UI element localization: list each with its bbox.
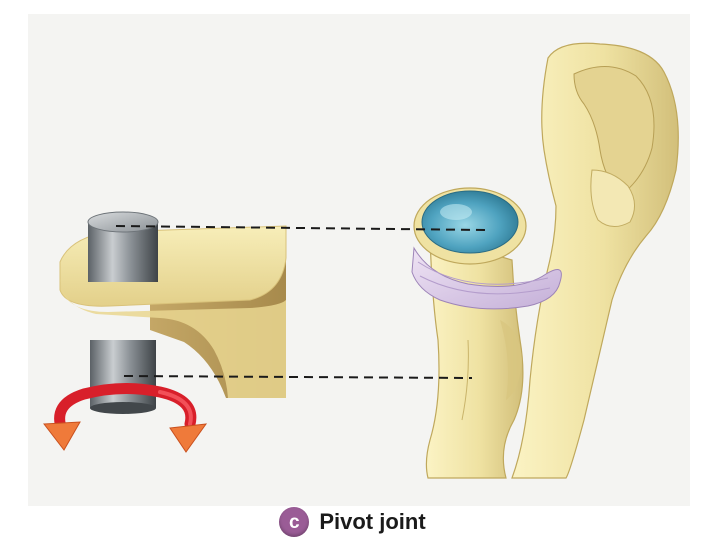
panel-letter-badge: c xyxy=(279,507,309,537)
radius-bone xyxy=(414,188,526,478)
articular-cartilage xyxy=(422,191,518,253)
figure-caption: c Pivot joint xyxy=(0,505,705,539)
caption-label: Pivot joint xyxy=(319,509,425,535)
top-pin-cap xyxy=(88,212,158,232)
ulna-bone xyxy=(512,43,678,478)
guide-line-lower xyxy=(124,376,472,378)
bottom-pin xyxy=(90,340,156,408)
mechanical-pivot-model xyxy=(60,212,286,414)
